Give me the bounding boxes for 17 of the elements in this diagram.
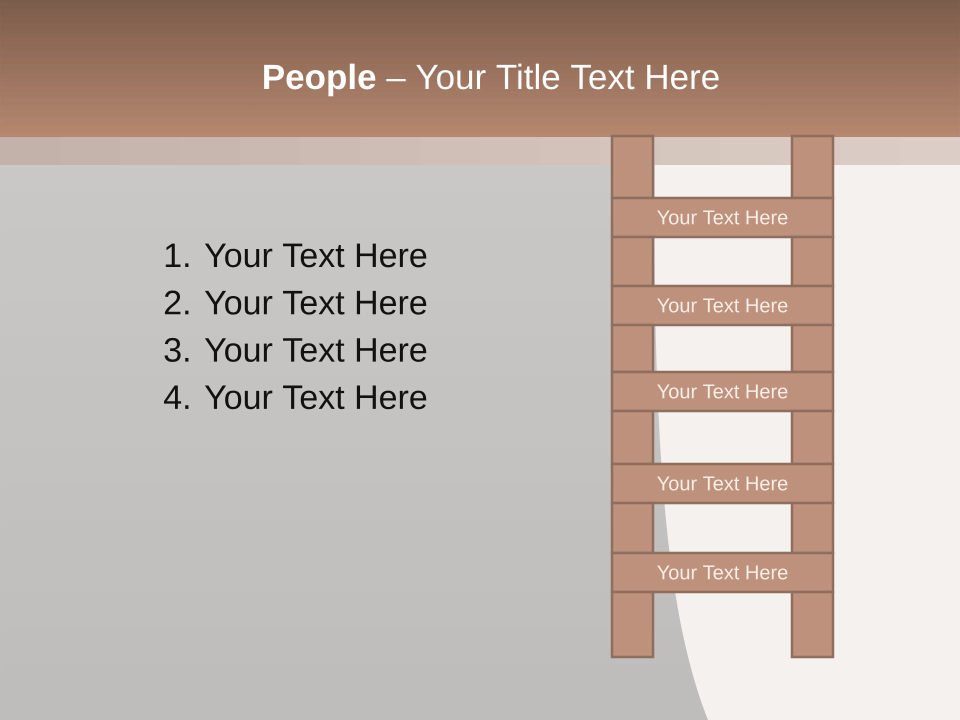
ladder-rail — [790, 324, 834, 374]
ladder-rail — [610, 134, 654, 200]
ladder-rail — [790, 590, 834, 658]
ladder-rail — [610, 410, 654, 466]
list-item: 3. Your Text Here — [164, 338, 426, 362]
list-item: 1. Your Text Here — [166, 244, 426, 268]
ladder-rail — [790, 410, 834, 466]
ladder-rail — [790, 236, 834, 288]
ladder-rail — [610, 236, 654, 288]
ladder-rail — [610, 502, 654, 554]
slide-title: People – Your Title Text Here — [264, 64, 719, 96]
list-item: 2. Your Text Here — [164, 290, 426, 315]
list-item: 4. Your Text Here — [164, 386, 426, 410]
ladder-rail — [790, 502, 834, 554]
ladder-rail — [790, 134, 834, 200]
ladder-rail — [610, 590, 654, 658]
ladder-rail — [610, 324, 654, 374]
